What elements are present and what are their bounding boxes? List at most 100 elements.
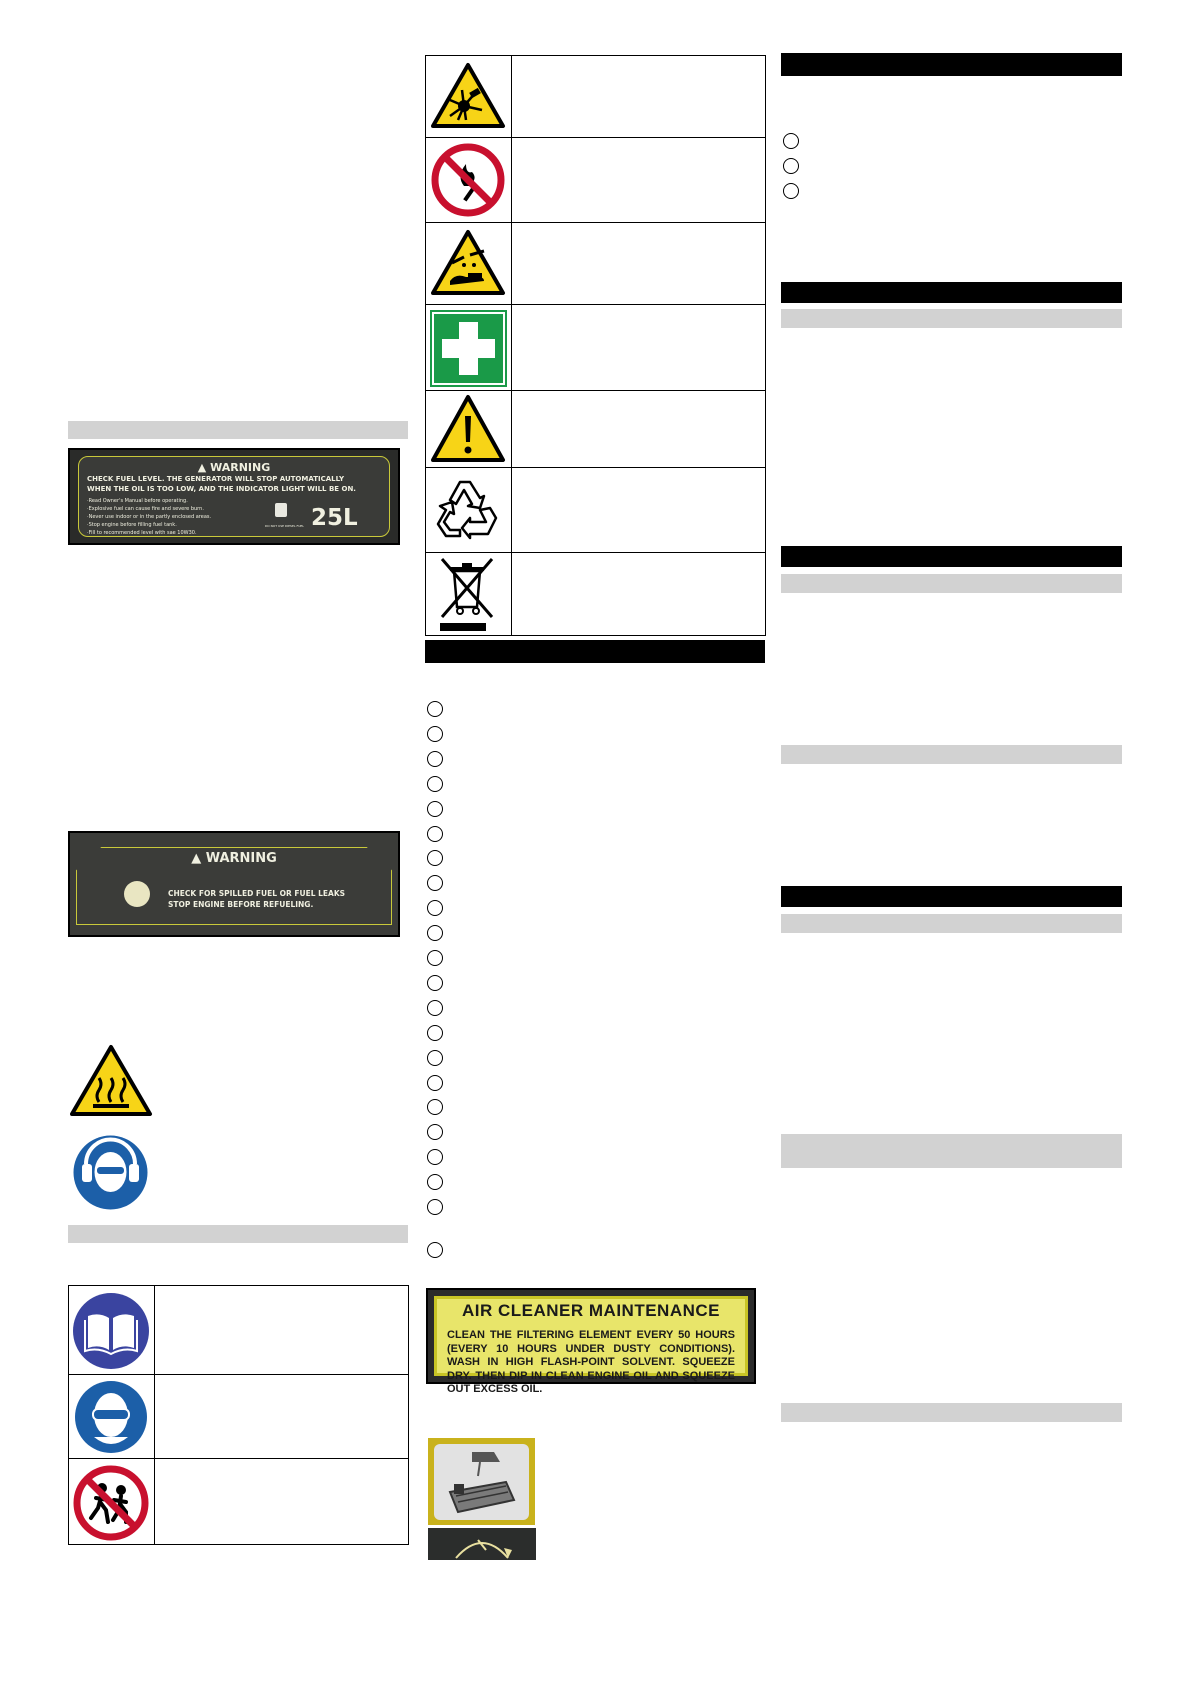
list-marker (427, 900, 443, 916)
symbol-cell (426, 468, 512, 553)
label-border (76, 847, 392, 925)
table-row (69, 1286, 408, 1374)
warning-triangle-icon: ▲ (197, 461, 207, 474)
subsection-bar (781, 914, 1122, 933)
list-marker (427, 975, 443, 991)
oil-can-pour-icon (448, 1452, 516, 1514)
label-bullet: ·Stop engine before filling fuel tank. (87, 522, 177, 528)
dial-photo (428, 1528, 536, 1560)
label-line-2: STOP ENGINE BEFORE REFUELING. (168, 900, 314, 909)
list-marker (427, 1050, 443, 1066)
symbol-cell (69, 1375, 155, 1459)
fuel-spill-warning-label: ▲ WARNING CHECK FOR SPILLED FUEL OR FUEL… (68, 831, 400, 937)
photo-inner (434, 1444, 529, 1520)
air-label-panel: AIR CLEANER MAINTENANCE CLEAN THE FILTER… (434, 1296, 748, 1395)
hot-surface-icon (70, 1045, 152, 1116)
warning-title: ▲ WARNING (70, 851, 398, 866)
recycle-icon (436, 480, 498, 540)
section-header-bar (781, 886, 1122, 907)
list-marker (427, 1124, 443, 1140)
oil-pour-photo (428, 1438, 535, 1525)
symbol-cell (426, 56, 512, 137)
subsection-bar (781, 574, 1122, 593)
list-marker (427, 1099, 443, 1115)
section-header-bar (425, 640, 765, 663)
list-marker (427, 801, 443, 817)
table-row (69, 1374, 408, 1459)
list-marker (427, 751, 443, 767)
air-label-body: CLEAN THE FILTERING ELEMENT EVERY 50 HOU… (447, 1329, 735, 1395)
list-marker (427, 726, 443, 742)
list-marker (427, 875, 443, 891)
warning-triangle-icon: ▲ (191, 851, 202, 866)
middle-symbol-table (425, 55, 766, 636)
fuel-hand-icon (124, 881, 150, 907)
list-marker (427, 850, 443, 866)
first-aid-icon (430, 310, 507, 387)
section-header-bar (781, 282, 1122, 303)
subsection-bar (781, 1403, 1122, 1422)
fuel-pump-icon (275, 503, 287, 517)
list-marker (427, 1199, 443, 1215)
symbol-cell (69, 1459, 155, 1545)
table-row (426, 56, 765, 137)
label-small-note: DO NOT USE DIESEL FUEL (265, 524, 304, 528)
table-row (69, 1458, 408, 1545)
label-line-1: CHECK FOR SPILLED FUEL OR FUEL LEAKS (168, 889, 346, 898)
list-marker (427, 1174, 443, 1190)
table-row (426, 222, 765, 305)
fuel-capacity: 25L (311, 505, 358, 531)
list-marker (427, 1149, 443, 1165)
subsection-bar (781, 1134, 1122, 1168)
list-marker (427, 950, 443, 966)
left-symbol-table (68, 1285, 409, 1545)
list-marker (427, 1000, 443, 1016)
general-warning-icon (431, 395, 505, 462)
symbol-cell (69, 1286, 155, 1374)
section-bar-left-1 (68, 421, 408, 439)
subsection-bar (781, 745, 1122, 764)
list-marker (427, 1025, 443, 1041)
list-marker (427, 701, 443, 717)
label-headline-1: CHECK FUEL LEVEL. THE GENERATOR WILL STO… (87, 475, 345, 483)
warning-title: ▲ WARNING (79, 461, 389, 474)
warning-title-text: WARNING (210, 461, 271, 474)
explosive-icon (431, 63, 505, 128)
section-header-bar (781, 546, 1122, 567)
list-marker (427, 826, 443, 842)
table-row (426, 467, 765, 553)
list-marker (783, 158, 799, 174)
list-marker (427, 925, 443, 941)
table-row (426, 552, 765, 636)
list-marker (427, 1242, 443, 1258)
list-marker (783, 183, 799, 199)
warning-title-text: WARNING (205, 851, 277, 866)
ear-eye-protection-icon (73, 1135, 148, 1210)
symbol-cell (426, 223, 512, 305)
label-bullet: ·Never use indoor or in the partly enclo… (87, 514, 212, 520)
label-bullet: ·Read Owner's Manual before operating. (87, 498, 188, 504)
label-border: ▲ WARNING CHECK FUEL LEVEL. THE GENERATO… (78, 456, 390, 537)
label-bullet: ·Explosive fuel can cause fire and sever… (87, 506, 204, 512)
rotate-arrow-icon (455, 1539, 512, 1559)
no-children-icon (73, 1465, 149, 1541)
symbol-cell (426, 391, 512, 468)
list-marker (427, 776, 443, 792)
table-row (426, 390, 765, 468)
section-bar-left-2 (68, 1225, 408, 1243)
fuel-level-warning-label: ▲ WARNING CHECK FUEL LEVEL. THE GENERATO… (68, 448, 400, 545)
list-marker (783, 133, 799, 149)
corrosive-icon (431, 230, 505, 295)
air-label-title: AIR CLEANER MAINTENANCE (462, 1301, 720, 1320)
read-manual-icon (73, 1293, 149, 1369)
section-header-bar (781, 53, 1122, 76)
table-row (426, 304, 765, 391)
symbol-cell (426, 305, 512, 391)
table-row (426, 137, 765, 223)
air-cleaner-label: AIR CLEANER MAINTENANCE CLEAN THE FILTER… (426, 1288, 756, 1395)
symbol-cell (426, 553, 512, 636)
list-marker (427, 1075, 443, 1091)
no-open-flame-icon (431, 143, 505, 217)
label-headline-2: WHEN THE OIL IS TOO LOW, AND THE INDICAT… (87, 485, 356, 493)
eye-protection-icon (75, 1381, 147, 1453)
